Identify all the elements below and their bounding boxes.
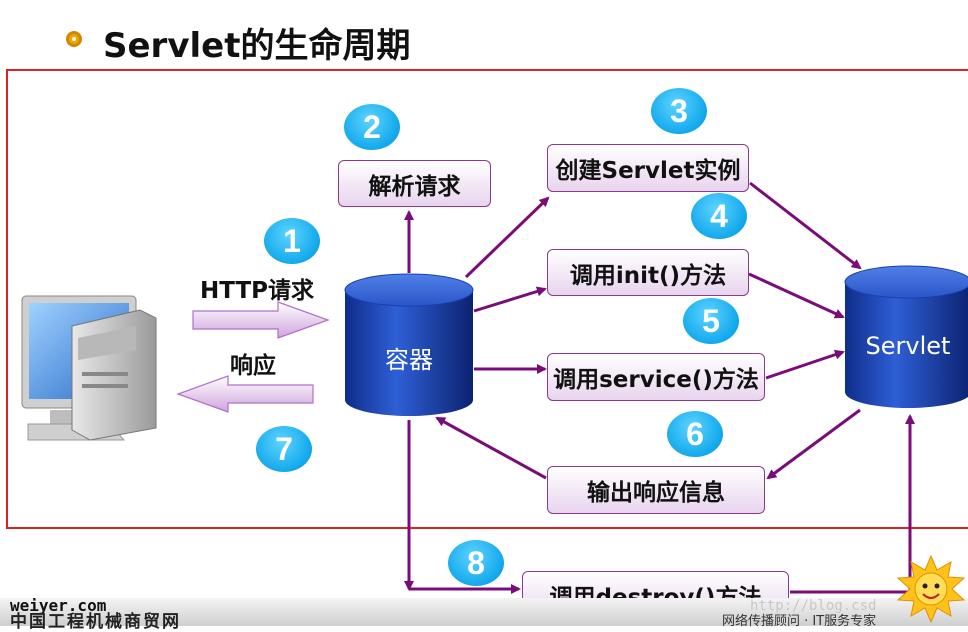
arrow-create-to-servlet [749,181,862,270]
step-badge-5: 5 [683,298,739,344]
http-request-arrow [192,301,330,339]
title-bullet-icon [66,31,82,47]
diagram-frame [6,69,968,529]
container-label: 容器 [385,346,433,374]
response-label: 响应 [230,353,276,379]
response-arrow [176,375,314,413]
sun-mascot-icon [896,554,966,624]
arrow-container-to-create [464,196,550,279]
step-badge-2: 2 [344,104,400,150]
parse-request-box: 解析请求 [338,160,491,207]
call-service-box: 调用service()方法 [547,353,765,401]
output-response-box: 输出响应信息 [547,466,765,514]
footer-company: 中国工程机械商贸网 [10,612,181,632]
step-badge-7: 7 [256,426,312,472]
arrow-container-to-init [473,286,547,313]
http-request-label: HTTP请求 [200,278,315,304]
step-badge-8: 8 [448,540,504,586]
step-badge-3: 3 [651,88,707,134]
arrow-destroy-to-servlet [790,414,915,594]
step-badge-1: 1 [264,218,320,264]
servlet-label: Servlet [865,332,951,360]
blog-watermark: http://blog.csd [750,598,877,614]
page-title: Servlet的生命周期 [103,26,411,66]
footer-bar [0,598,968,626]
arrow-servlet-to-output [766,408,861,480]
computer-icon [21,295,157,441]
arrow-init-to-servlet [748,272,845,319]
footer-slogan: 网络传播顾问 · IT服务专家 [722,614,877,629]
servlet-cylinder [844,265,968,408]
container-cylinder [344,273,474,416]
create-instance-box: 创建Servlet实例 [547,144,749,192]
call-init-box: 调用init()方法 [547,249,749,296]
step-badge-6: 6 [667,411,723,457]
arrow-service-to-servlet [765,349,845,380]
arrow-output-to-container [435,416,547,480]
step-badge-4: 4 [691,193,747,239]
site-watermark: weiyer.com [10,596,107,615]
